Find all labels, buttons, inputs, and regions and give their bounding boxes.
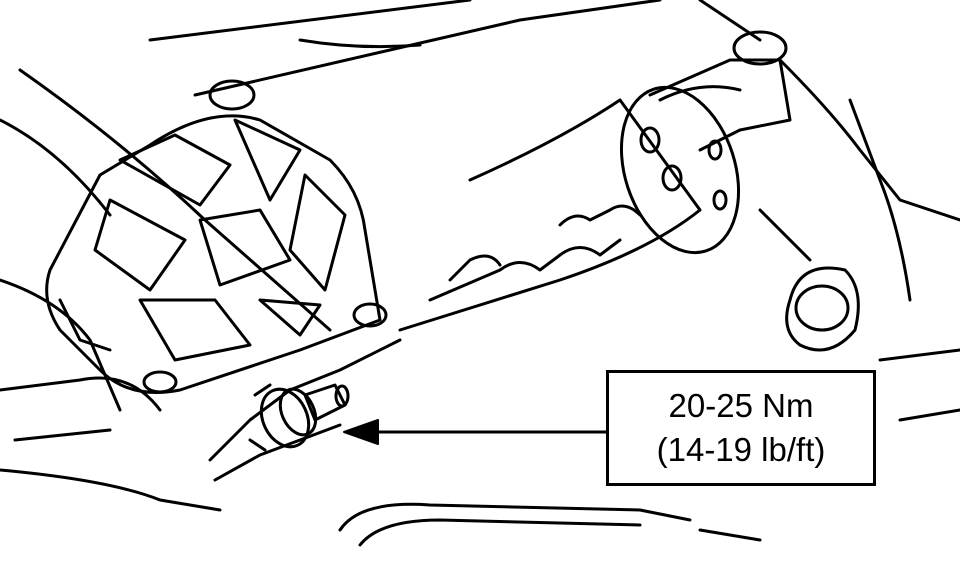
torque-spec-callout: 20-25 Nm (14-19 lb/ft) bbox=[606, 370, 876, 486]
lower-hose bbox=[338, 502, 762, 547]
mounting-bosses bbox=[142, 30, 860, 394]
torque-value-lbft: (14-19 lb/ft) bbox=[656, 431, 826, 468]
right-casting bbox=[758, 58, 960, 422]
sensor-fitting bbox=[208, 338, 402, 482]
sensor-cylinder bbox=[398, 58, 792, 332]
housing-outline bbox=[0, 0, 762, 512]
leader-arrow bbox=[343, 419, 608, 445]
mounting-bracket bbox=[45, 114, 382, 394]
torque-value-nm: 20-25 Nm bbox=[668, 387, 814, 424]
